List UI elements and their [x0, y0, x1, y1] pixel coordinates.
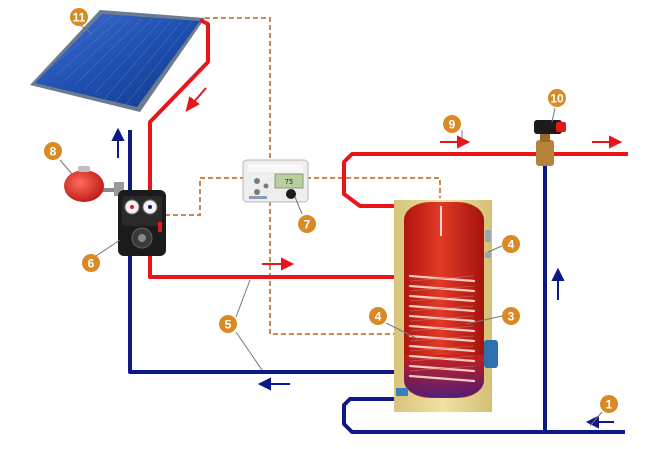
tank-vessel	[404, 202, 484, 398]
electric-heater-flange	[484, 340, 498, 368]
callout-1: 1	[600, 395, 618, 413]
flow-arrow-hot-out-left	[440, 135, 471, 149]
callout-leaders	[59, 23, 603, 427]
callout-10: 10	[548, 89, 566, 107]
svg-text:1: 1	[606, 398, 613, 412]
flow-arrow-cold-in	[585, 415, 614, 429]
pump-station	[118, 190, 166, 256]
collector-sensor-wire	[205, 17, 410, 335]
callout-6: 6	[82, 254, 100, 272]
hot-outlet-pipe	[342, 152, 628, 208]
tank-sensor-wire	[306, 177, 441, 198]
svg-text:4: 4	[375, 310, 382, 324]
sensor-wires	[165, 17, 441, 335]
svg-text:6: 6	[88, 257, 95, 271]
flow-arrow-hot-out-right	[592, 135, 623, 149]
callout-badges: 11 10 9 8 6 7 4 3	[44, 8, 618, 413]
svg-text:4: 4	[508, 238, 515, 252]
svg-text:3: 3	[508, 310, 515, 324]
svg-text:5: 5	[225, 318, 232, 332]
flow-arrow-from-tank	[257, 377, 290, 391]
cold-water-pipes	[128, 130, 625, 434]
controller-knob[interactable]	[286, 189, 296, 199]
callout-5: 5	[219, 315, 237, 333]
pump-control-wire	[165, 177, 245, 216]
svg-text:9: 9	[449, 118, 456, 132]
callout-9: 9	[443, 115, 461, 133]
expansion-vessel	[64, 166, 124, 202]
solar-controller: 75	[242, 159, 309, 203]
flow-arrow-to-tank	[262, 257, 295, 271]
svg-text:10: 10	[550, 92, 564, 106]
flow-arrow-collector-return	[185, 87, 207, 112]
svg-text:7: 7	[304, 218, 311, 232]
collector-flow-pipe	[148, 18, 405, 279]
controller-display-value: 75	[285, 178, 293, 186]
flow-arrow-cold-up	[551, 267, 565, 300]
callout-2: 3	[502, 307, 520, 325]
flow-arrow-up-panel	[111, 127, 125, 158]
svg-text:11: 11	[73, 11, 86, 25]
callout-11: 11	[70, 8, 88, 26]
callout-8: 8	[44, 142, 62, 160]
thermostatic-mixing-valve	[534, 120, 566, 166]
cold-feed-to-tank	[342, 397, 545, 434]
controller-lcd	[274, 173, 304, 189]
callout-3: 4	[502, 235, 520, 253]
solar-collector-panel	[30, 10, 205, 112]
svg-text:8: 8	[50, 145, 57, 159]
callout-7: 7	[298, 215, 316, 233]
callout-4: 4	[369, 307, 387, 325]
hot-water-pipes	[148, 18, 628, 279]
